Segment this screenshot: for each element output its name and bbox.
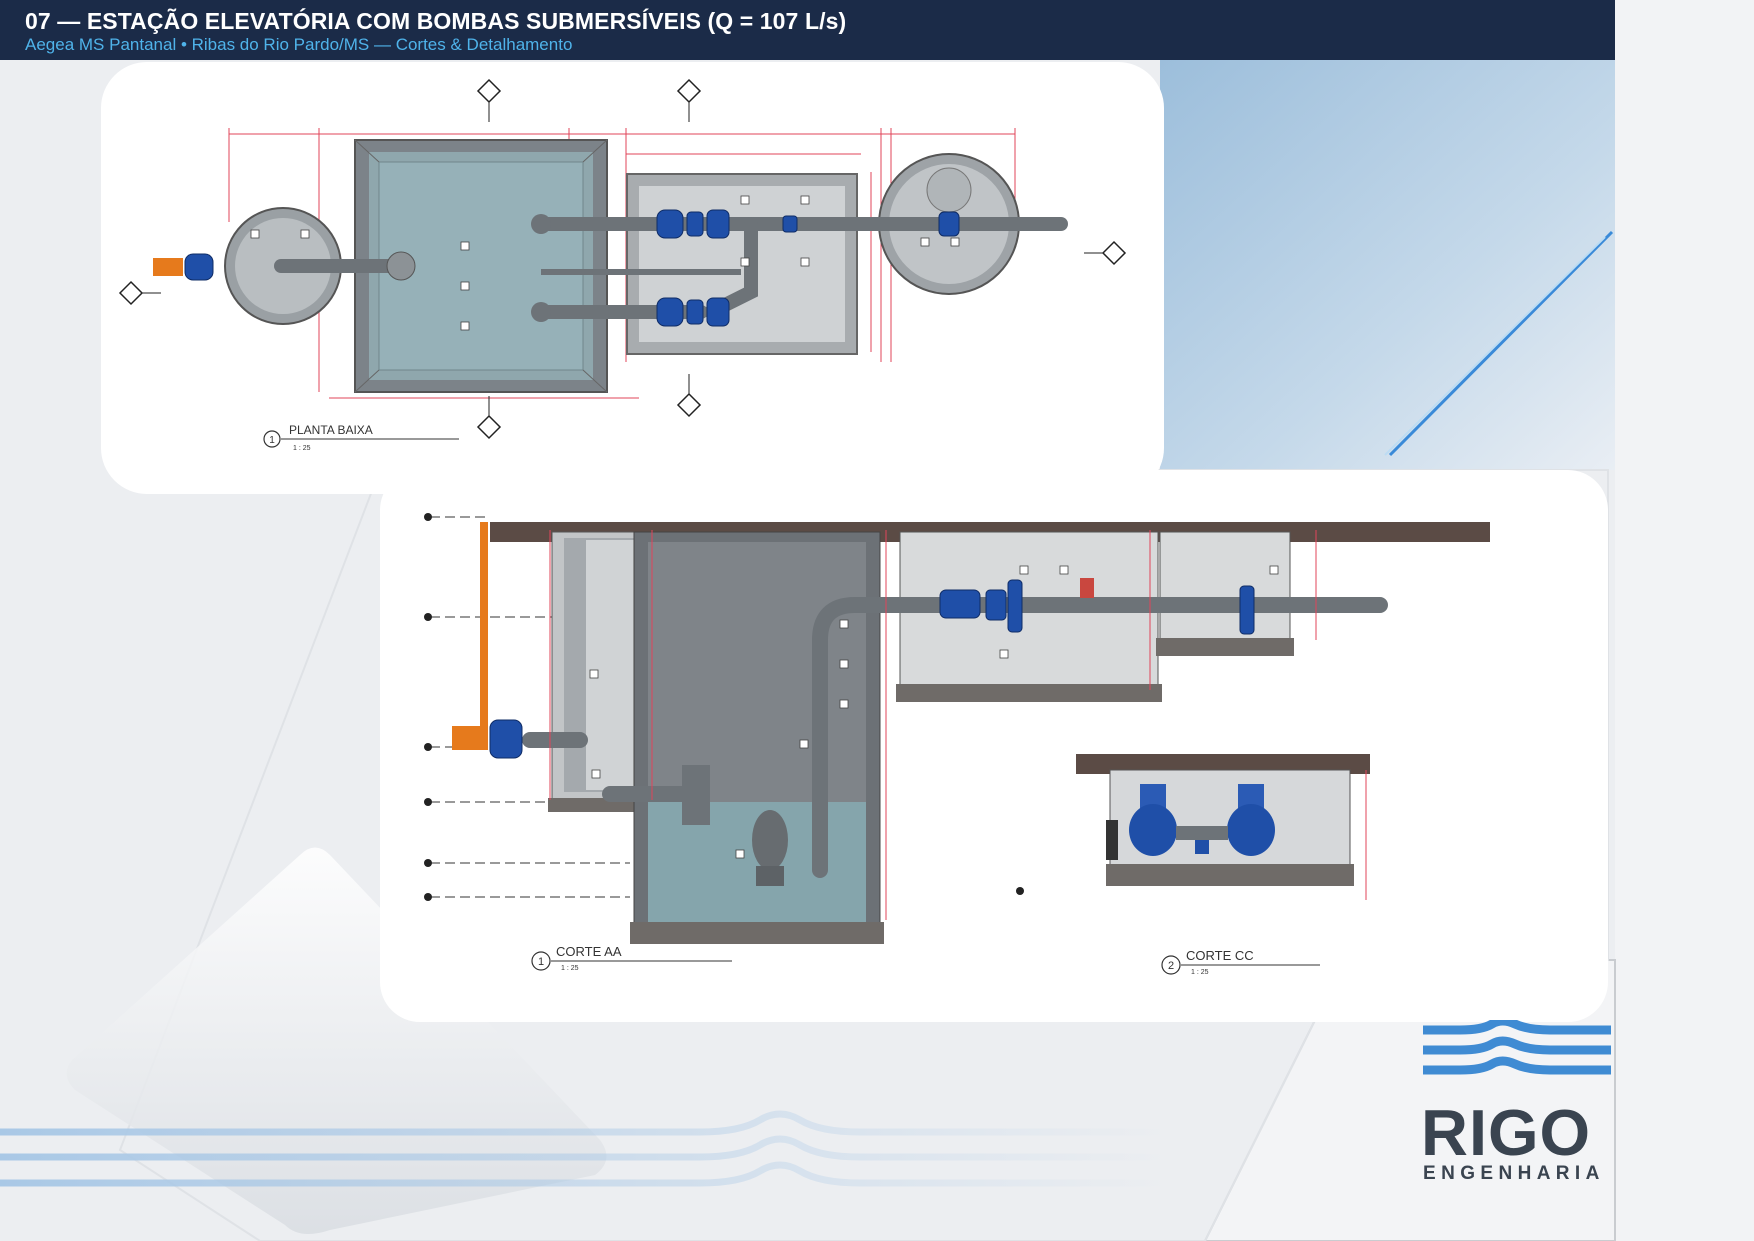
- section-cc-scale: 1 : 25: [1191, 969, 1209, 976]
- rigo-logo-waves-icon: [1423, 1020, 1611, 1075]
- plan-drawing: 1 PLANTA BAIXA 1 : 25: [118, 78, 1127, 452]
- section-cc-number: 2: [1168, 960, 1174, 972]
- plan-title: PLANTA BAIXA: [289, 423, 373, 437]
- plan-number: 1: [269, 435, 275, 446]
- page-subtitle: Aegea MS Pantanal • Ribas do Rio Pardo/M…: [25, 35, 573, 54]
- sections-drawing: 1 CORTE AA 1 : 25 2 CORTE CC 1 : 25: [424, 513, 1490, 976]
- header-bar: 07 — ESTAÇÃO ELEVATÓRIA COM BOMBAS SUBME…: [0, 0, 1615, 60]
- logo-tagline: ENGENHARIA: [1423, 1163, 1605, 1184]
- plan-scale: 1 : 25: [293, 445, 311, 452]
- section-cc-title: CORTE CC: [1186, 948, 1254, 963]
- page-title: 07 — ESTAÇÃO ELEVATÓRIA COM BOMBAS SUBME…: [25, 8, 847, 34]
- section-aa-number: 1: [538, 956, 544, 968]
- section-aa-title: CORTE AA: [556, 944, 622, 959]
- plan-drawing-card: 1 PLANTA BAIXA 1 : 25: [101, 62, 1164, 494]
- sections-drawing-card: 1 CORTE AA 1 : 25 2 CORTE CC 1 : 25: [380, 470, 1608, 1022]
- section-aa-scale: 1 : 25: [561, 965, 579, 972]
- logo-wordmark: RIGO: [1421, 1096, 1592, 1169]
